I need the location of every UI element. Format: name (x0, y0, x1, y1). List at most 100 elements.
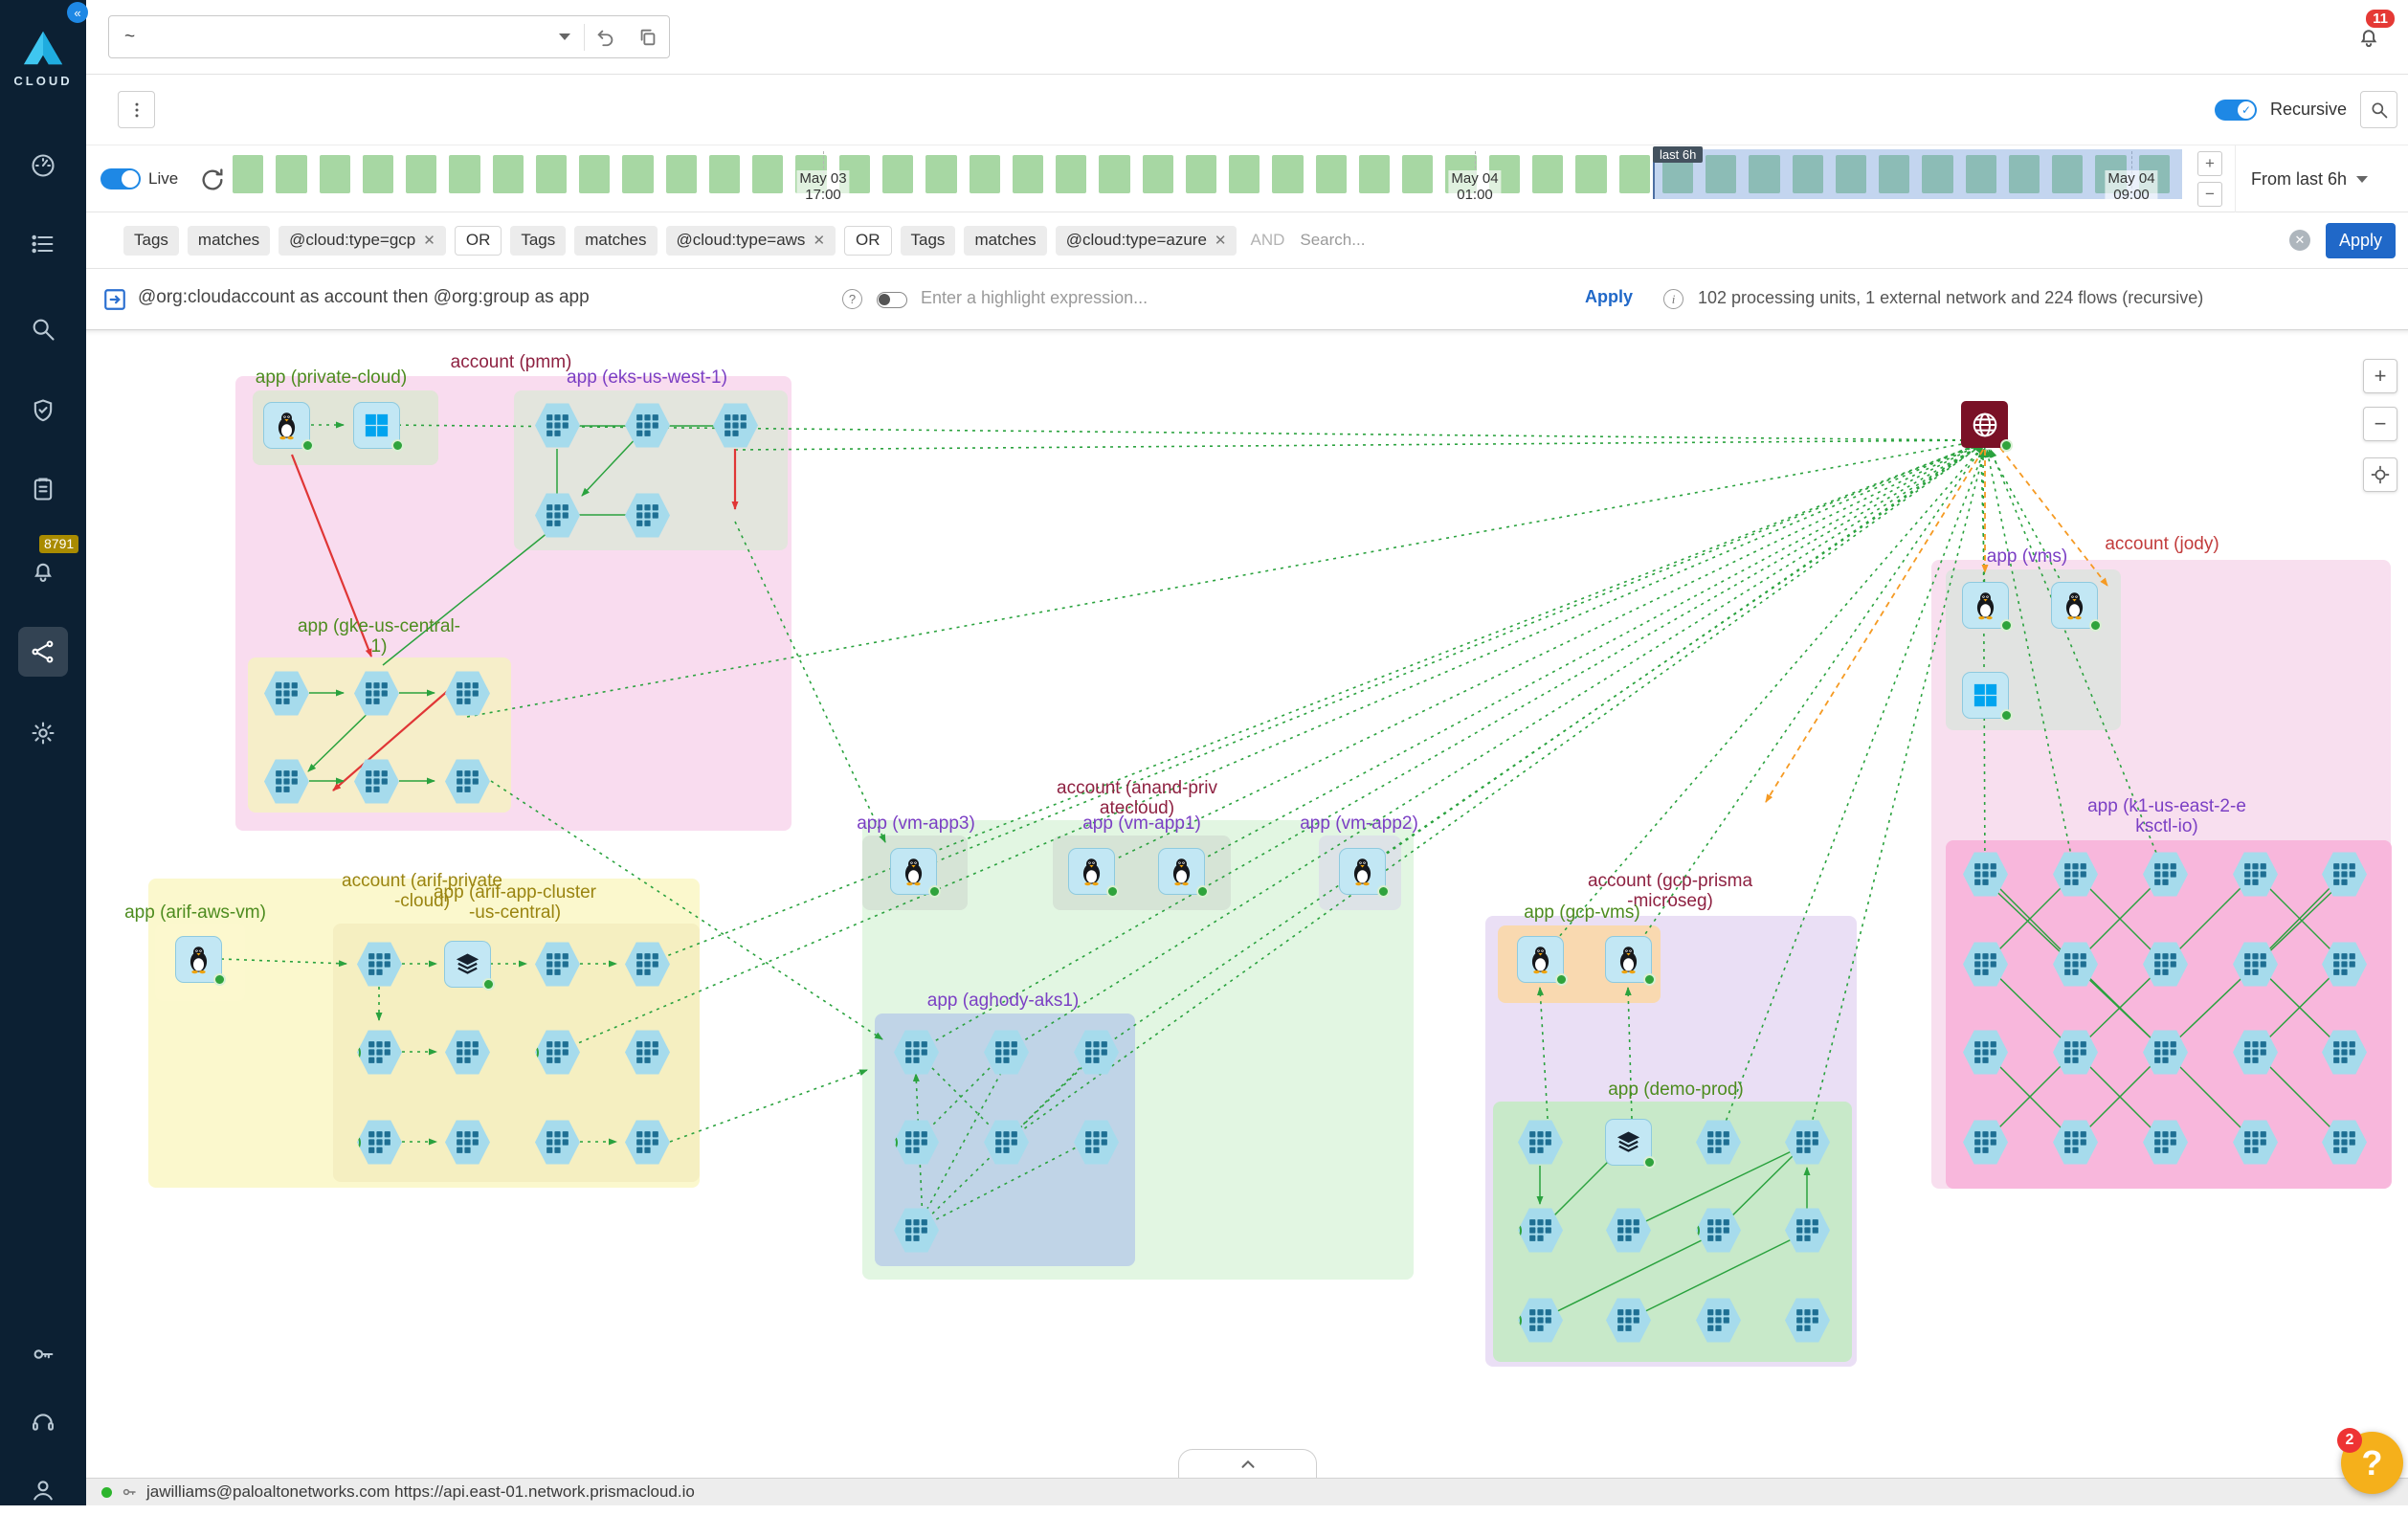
sidebar-item-inventory[interactable] (18, 219, 68, 269)
highlight-expression-input[interactable]: Enter a highlight expression... (921, 288, 1148, 308)
expression-help-icon[interactable]: ? (842, 289, 862, 309)
graph-search-button[interactable] (2360, 91, 2397, 128)
recursive-toggle[interactable]: ✓ (2215, 100, 2257, 121)
sidebar-item-alerts[interactable]: 8791 (18, 546, 68, 596)
expand-node-badge[interactable] (391, 439, 404, 452)
expand-node-badge[interactable] (2089, 619, 2102, 632)
expand-node-badge[interactable] (928, 885, 941, 898)
filter-operator-chip[interactable]: OR (844, 226, 892, 256)
windows-vm-node[interactable] (1962, 672, 2009, 719)
sidebar-collapse-button[interactable]: « (67, 2, 88, 23)
timeline-bar[interactable] (752, 155, 783, 193)
filter-operator-chip[interactable]: OR (455, 226, 502, 256)
sidebar-item-compliance[interactable] (18, 386, 68, 435)
filter-chip[interactable]: @cloud:type=gcp✕ (279, 226, 446, 256)
live-toggle[interactable] (100, 168, 141, 189)
linux-vm-node[interactable] (1517, 936, 1564, 983)
highlight-toggle[interactable] (877, 292, 907, 308)
filter-chip[interactable]: @cloud:type=azure✕ (1056, 226, 1237, 256)
timeline-bar[interactable] (536, 155, 567, 193)
linux-vm-node[interactable] (1339, 848, 1386, 895)
expand-node-badge[interactable] (1643, 973, 1656, 986)
filter-search-input[interactable]: Search... (1300, 231, 1365, 250)
timeline-bar[interactable] (363, 155, 393, 193)
timeline-bar[interactable] (1143, 155, 1173, 193)
remove-chip-icon[interactable]: ✕ (423, 232, 435, 249)
expand-node-badge[interactable] (1555, 973, 1568, 986)
expand-node-badge[interactable] (1106, 885, 1119, 898)
undo-button[interactable] (585, 16, 627, 58)
timeline-bar[interactable] (233, 155, 263, 193)
prisma-cloud-logo[interactable]: CLOUD (0, 29, 86, 88)
sidebar-item-dashboard[interactable] (18, 141, 68, 190)
linux-vm-node[interactable] (1068, 848, 1115, 895)
linux-vm-node[interactable] (2051, 582, 2098, 629)
timeline-bar[interactable] (1619, 155, 1650, 193)
grouping-expression[interactable]: @org:cloudaccount as account then @org:g… (138, 287, 590, 308)
expand-panel-button[interactable] (1178, 1449, 1317, 1478)
windows-vm-node[interactable] (353, 402, 400, 449)
sidebar-item-reports[interactable] (18, 464, 68, 514)
timeline-bar[interactable] (1402, 155, 1433, 193)
timeline-bar[interactable] (493, 155, 524, 193)
timeline-bar[interactable] (276, 155, 306, 193)
timeline-zoom-in-button[interactable]: + (2197, 151, 2222, 176)
fit-to-screen-button[interactable] (2363, 457, 2397, 492)
service-node[interactable] (444, 941, 491, 988)
timeline-bar[interactable] (709, 155, 740, 193)
filter-chip[interactable]: @cloud:type=aws✕ (666, 226, 836, 256)
filter-apply-button[interactable]: Apply (2326, 223, 2396, 258)
zoom-in-button[interactable]: + (2363, 359, 2397, 393)
sidebar-item-settings[interactable] (18, 708, 68, 758)
timeline-bar[interactable] (1532, 155, 1563, 193)
sidebar-item-access-keys[interactable] (18, 1329, 68, 1379)
refresh-button[interactable] (199, 167, 226, 193)
timeline-bar[interactable] (1186, 155, 1216, 193)
expand-node-badge[interactable] (301, 439, 314, 452)
timeline-zoom-out-button[interactable]: − (2197, 182, 2222, 207)
timeline-bar[interactable] (666, 155, 697, 193)
expand-node-badge[interactable] (482, 978, 495, 991)
service-node[interactable] (1605, 1119, 1652, 1166)
expand-node-badge[interactable] (1377, 885, 1390, 898)
linux-vm-node[interactable] (175, 936, 222, 983)
linux-vm-node[interactable] (890, 848, 937, 895)
timeline-selection-overlay[interactable] (1653, 149, 2182, 199)
expand-node-badge[interactable] (1643, 1156, 1656, 1169)
time-range-selector[interactable]: From last 6h (2235, 145, 2402, 212)
help-button[interactable]: ? 2 (2341, 1432, 2403, 1494)
sidebar-item-support[interactable] (18, 1397, 68, 1447)
expand-node-badge[interactable] (2000, 619, 2013, 632)
filter-chip[interactable]: Tags (901, 226, 956, 256)
sidebar-item-investigate[interactable] (18, 304, 68, 354)
clear-filters-button[interactable]: ✕ (2289, 230, 2310, 251)
timeline-bar[interactable] (1013, 155, 1043, 193)
copy-button[interactable] (627, 16, 669, 58)
filter-chip[interactable]: Tags (510, 226, 566, 256)
timeline-bar[interactable] (579, 155, 610, 193)
timeline-bar[interactable] (622, 155, 653, 193)
timeline-bar[interactable] (1359, 155, 1390, 193)
timeline-bar[interactable] (320, 155, 350, 193)
view-selector[interactable]: ~ (108, 15, 670, 58)
expand-node-badge[interactable] (2000, 439, 2013, 452)
timeline-bar[interactable] (882, 155, 913, 193)
timeline-bar[interactable] (406, 155, 436, 193)
topology-canvas[interactable]: account (pmm)account (arif-private -clou… (86, 330, 2408, 1478)
expression-apply-button[interactable]: Apply (1585, 287, 1633, 307)
notifications-button[interactable]: 11 (2347, 15, 2391, 59)
internet-node[interactable] (1961, 401, 2008, 448)
expand-node-badge[interactable] (2000, 709, 2013, 722)
sidebar-item-network[interactable] (18, 627, 68, 677)
timeline-bar[interactable] (970, 155, 1000, 193)
sidebar-item-profile[interactable] (18, 1465, 68, 1515)
more-options-button[interactable] (118, 91, 155, 128)
timeline-bar[interactable] (1272, 155, 1303, 193)
linux-vm-node[interactable] (1605, 936, 1652, 983)
linux-vm-node[interactable] (263, 402, 310, 449)
zoom-out-button[interactable]: − (2363, 407, 2397, 441)
timeline-bar[interactable] (1575, 155, 1606, 193)
timeline-bar[interactable] (1056, 155, 1086, 193)
timeline-bar[interactable] (1316, 155, 1347, 193)
timeline-bar[interactable] (449, 155, 479, 193)
